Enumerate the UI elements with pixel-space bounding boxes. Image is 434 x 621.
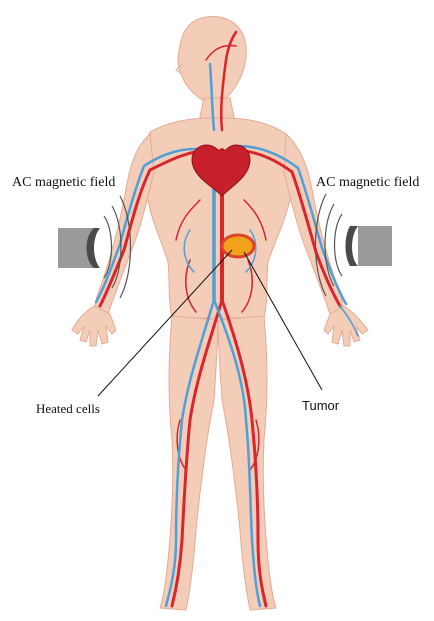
torso bbox=[144, 118, 294, 318]
tumor-region bbox=[222, 235, 254, 257]
ac-magnetic-field-label-right: AC magnetic field bbox=[316, 175, 419, 191]
heated-cells-label: Heated cells bbox=[36, 401, 100, 417]
tumor-label: Tumor bbox=[302, 398, 339, 413]
ac-magnetic-field-label-left: AC magnetic field bbox=[12, 175, 115, 191]
left-magnet bbox=[58, 228, 100, 268]
right-arm bbox=[284, 134, 343, 314]
left-leg bbox=[160, 316, 218, 610]
right-magnet bbox=[346, 226, 393, 266]
right-leg bbox=[218, 316, 276, 610]
left-hand bbox=[72, 306, 116, 346]
